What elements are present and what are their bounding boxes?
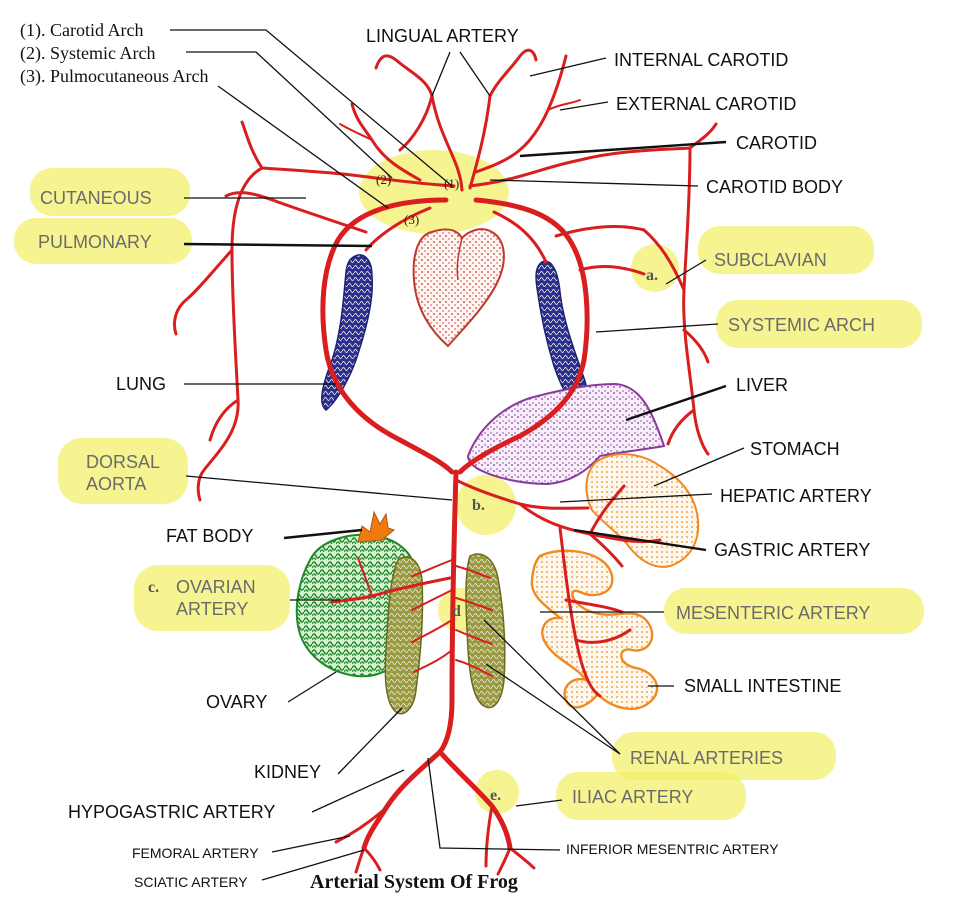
label-inferior-mesentric-artery: INFERIOR MESENTRIC ARTERY [566,841,779,857]
label-iliac-artery: ILIAC ARTERY [572,787,693,807]
label-pulmocutaneous-arch: (3). Pulmocutaneous Arch [20,66,208,87]
right-kidney [465,553,506,709]
label-ovarian-artery-line2: ARTERY [176,599,248,619]
left-lung [320,254,374,411]
label-gastric-artery: GASTRIC ARTERY [714,540,870,560]
label-hypogastric-artery: HYPOGASTRIC ARTERY [68,802,275,822]
organs [295,228,700,715]
marker-n2: (2) [376,172,391,187]
label-internal-carotid: INTERNAL CAROTID [614,50,788,70]
label-systemic-arch-key: (2). Systemic Arch [20,43,155,64]
label-hepatic-artery: HEPATIC ARTERY [720,486,872,506]
label-femoral-artery: FEMORAL ARTERY [132,845,259,861]
label-external-carotid: EXTERNAL CAROTID [616,94,796,114]
label-lingual-artery: LINGUAL ARTERY [366,26,519,46]
label-pulmonary: PULMONARY [38,232,152,252]
marker-d: d [452,603,461,620]
labels: (1). Carotid Arch (2). Systemic Arch (3)… [20,20,875,893]
stomach [585,453,700,568]
marker-n1: (1) [444,176,459,191]
label-carotid-arch: (1). Carotid Arch [20,20,143,41]
label-carotid: CAROTID [736,133,817,153]
marker-a: a. [646,267,658,284]
fat-body [357,510,396,543]
label-mesenteric-artery: MESENTERIC ARTERY [676,603,870,623]
arteries [172,48,718,876]
diagram-title: Arterial System Of Frog [310,871,518,893]
label-small-intestine: SMALL INTESTINE [684,676,841,696]
label-systemic-arch: SYSTEMIC ARCH [728,315,875,335]
label-ovary: OVARY [206,692,267,712]
marker-c: c. [148,579,159,596]
label-kidney: KIDNEY [254,762,321,782]
label-subclavian: SUBCLAVIAN [714,250,827,270]
label-fat-body: FAT BODY [166,526,253,546]
label-renal-arteries: RENAL ARTERIES [630,748,783,768]
liver [466,382,666,486]
markers: a. b. c. d e. (1) (2) (3) [148,172,658,804]
label-stomach: STOMACH [750,439,840,459]
label-sciatic-artery: SCIATIC ARTERY [134,874,248,890]
label-carotid-body: CAROTID BODY [706,177,843,197]
label-cutaneous: CUTANEOUS [40,188,152,208]
label-dorsal-aorta-line2: AORTA [86,474,146,494]
marker-n3: (3) [404,212,419,227]
marker-b: b. [472,497,485,514]
left-kidney [384,556,424,715]
label-liver: LIVER [736,375,788,395]
marker-e: e. [490,787,501,804]
label-ovarian-artery-line1: OVARIAN [176,577,256,597]
small-intestine [530,549,659,711]
leader-lines [170,29,745,881]
label-dorsal-aorta-line1: DORSAL [86,452,160,472]
heart [412,228,505,348]
label-lung: LUNG [116,374,166,394]
